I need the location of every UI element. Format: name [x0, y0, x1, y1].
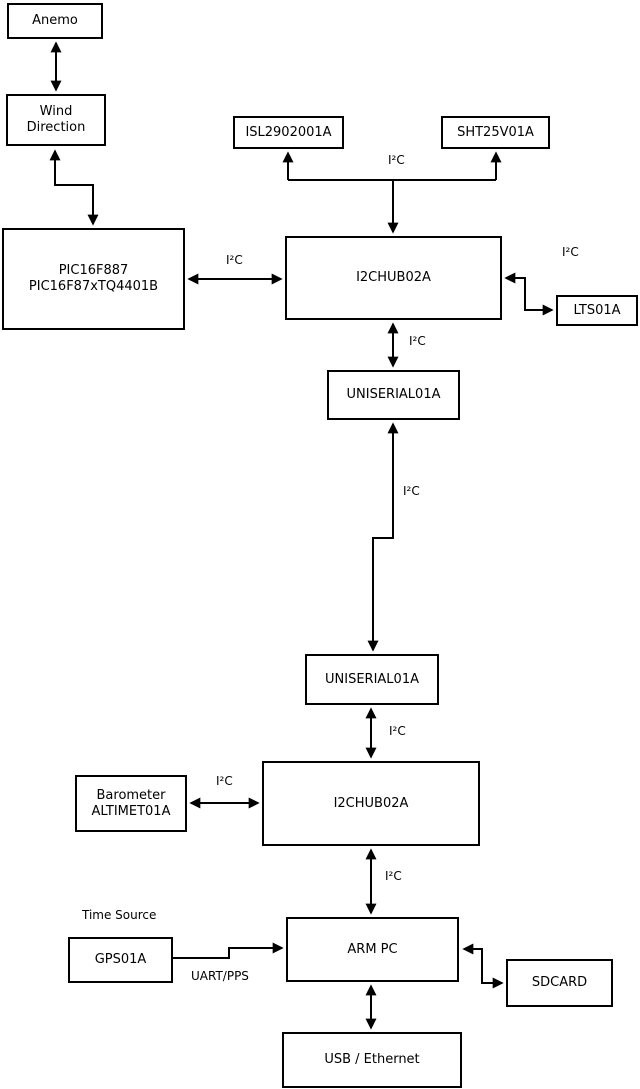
uniserial01a-lower-label: UNISERIAL01A: [325, 671, 419, 687]
usb-ethernet-box: USB / Ethernet: [282, 1032, 462, 1088]
arm-pc-box: ARM PC: [286, 917, 459, 982]
anemo-label: Anemo: [32, 13, 78, 29]
pic16f887-box: PIC16F887 PIC16F87xTQ4401B: [2, 228, 185, 330]
sht25v01a-label: SHT25V01A: [457, 124, 534, 140]
i2c-label-hub1-lts: I²C: [562, 245, 579, 259]
lts01a-box: LTS01A: [556, 295, 638, 326]
gps01a-label: GPS01A: [94, 952, 147, 968]
uart-pps-label: UART/PPS: [191, 969, 249, 983]
i2chub02a-lower-label: I2CHUB02A: [333, 795, 409, 811]
anemo-box: Anemo: [7, 3, 103, 39]
isl2902001a-label: ISL2902001A: [245, 124, 332, 140]
pic16f887-label: PIC16F887 PIC16F87xTQ4401B: [28, 263, 159, 294]
sht25v01a-box: SHT25V01A: [441, 116, 550, 149]
i2c-label-hub2-armpc: I²C: [385, 869, 402, 883]
i2c-label-hub1-uniserial: I²C: [409, 334, 426, 348]
uniserial01a-upper-label: UNISERIAL01A: [346, 387, 441, 403]
connector-armpc-sdcard: [462, 943, 504, 989]
i2c-label-pic-hub1: I²C: [226, 253, 243, 267]
i2c-label-barometer-hub2: I²C: [216, 774, 233, 788]
i2chub02a-upper-box: I2CHUB02A: [285, 236, 502, 320]
wind-direction-label: Wind Direction: [26, 104, 86, 135]
wind-direction-box: Wind Direction: [6, 94, 106, 146]
i2chub02a-upper-label: I2CHUB02A: [356, 270, 431, 286]
sdcard-label: SDCARD: [531, 975, 588, 991]
connector-hub1-lts: [504, 272, 554, 316]
uniserial01a-upper-box: UNISERIAL01A: [327, 370, 460, 420]
connector-wind-pic: [49, 149, 99, 226]
i2c-label-long-link: I²C: [403, 484, 420, 498]
lts01a-label: LTS01A: [573, 302, 621, 318]
arm-pc-label: ARM PC: [347, 941, 398, 957]
barometer-altimet01a-label: Barometer ALTIMET01A: [91, 787, 171, 819]
sdcard-box: SDCARD: [506, 959, 613, 1007]
connector-uniserial1-uniserial2: [367, 422, 399, 652]
i2c-label-uniserial-hub2: I²C: [389, 724, 406, 738]
i2chub02a-lower-box: I2CHUB02A: [262, 761, 480, 846]
isl2902001a-box: ISL2902001A: [233, 116, 344, 149]
gps01a-box: GPS01A: [68, 937, 173, 983]
usb-ethernet-label: USB / Ethernet: [324, 1052, 420, 1068]
connector-gps-armpc: [173, 942, 284, 959]
i2c-label-isl-sht: I²C: [388, 153, 405, 167]
uniserial01a-lower-box: UNISERIAL01A: [305, 654, 439, 705]
barometer-altimet01a-box: Barometer ALTIMET01A: [75, 775, 187, 832]
time-source-label: Time Source: [82, 908, 157, 922]
